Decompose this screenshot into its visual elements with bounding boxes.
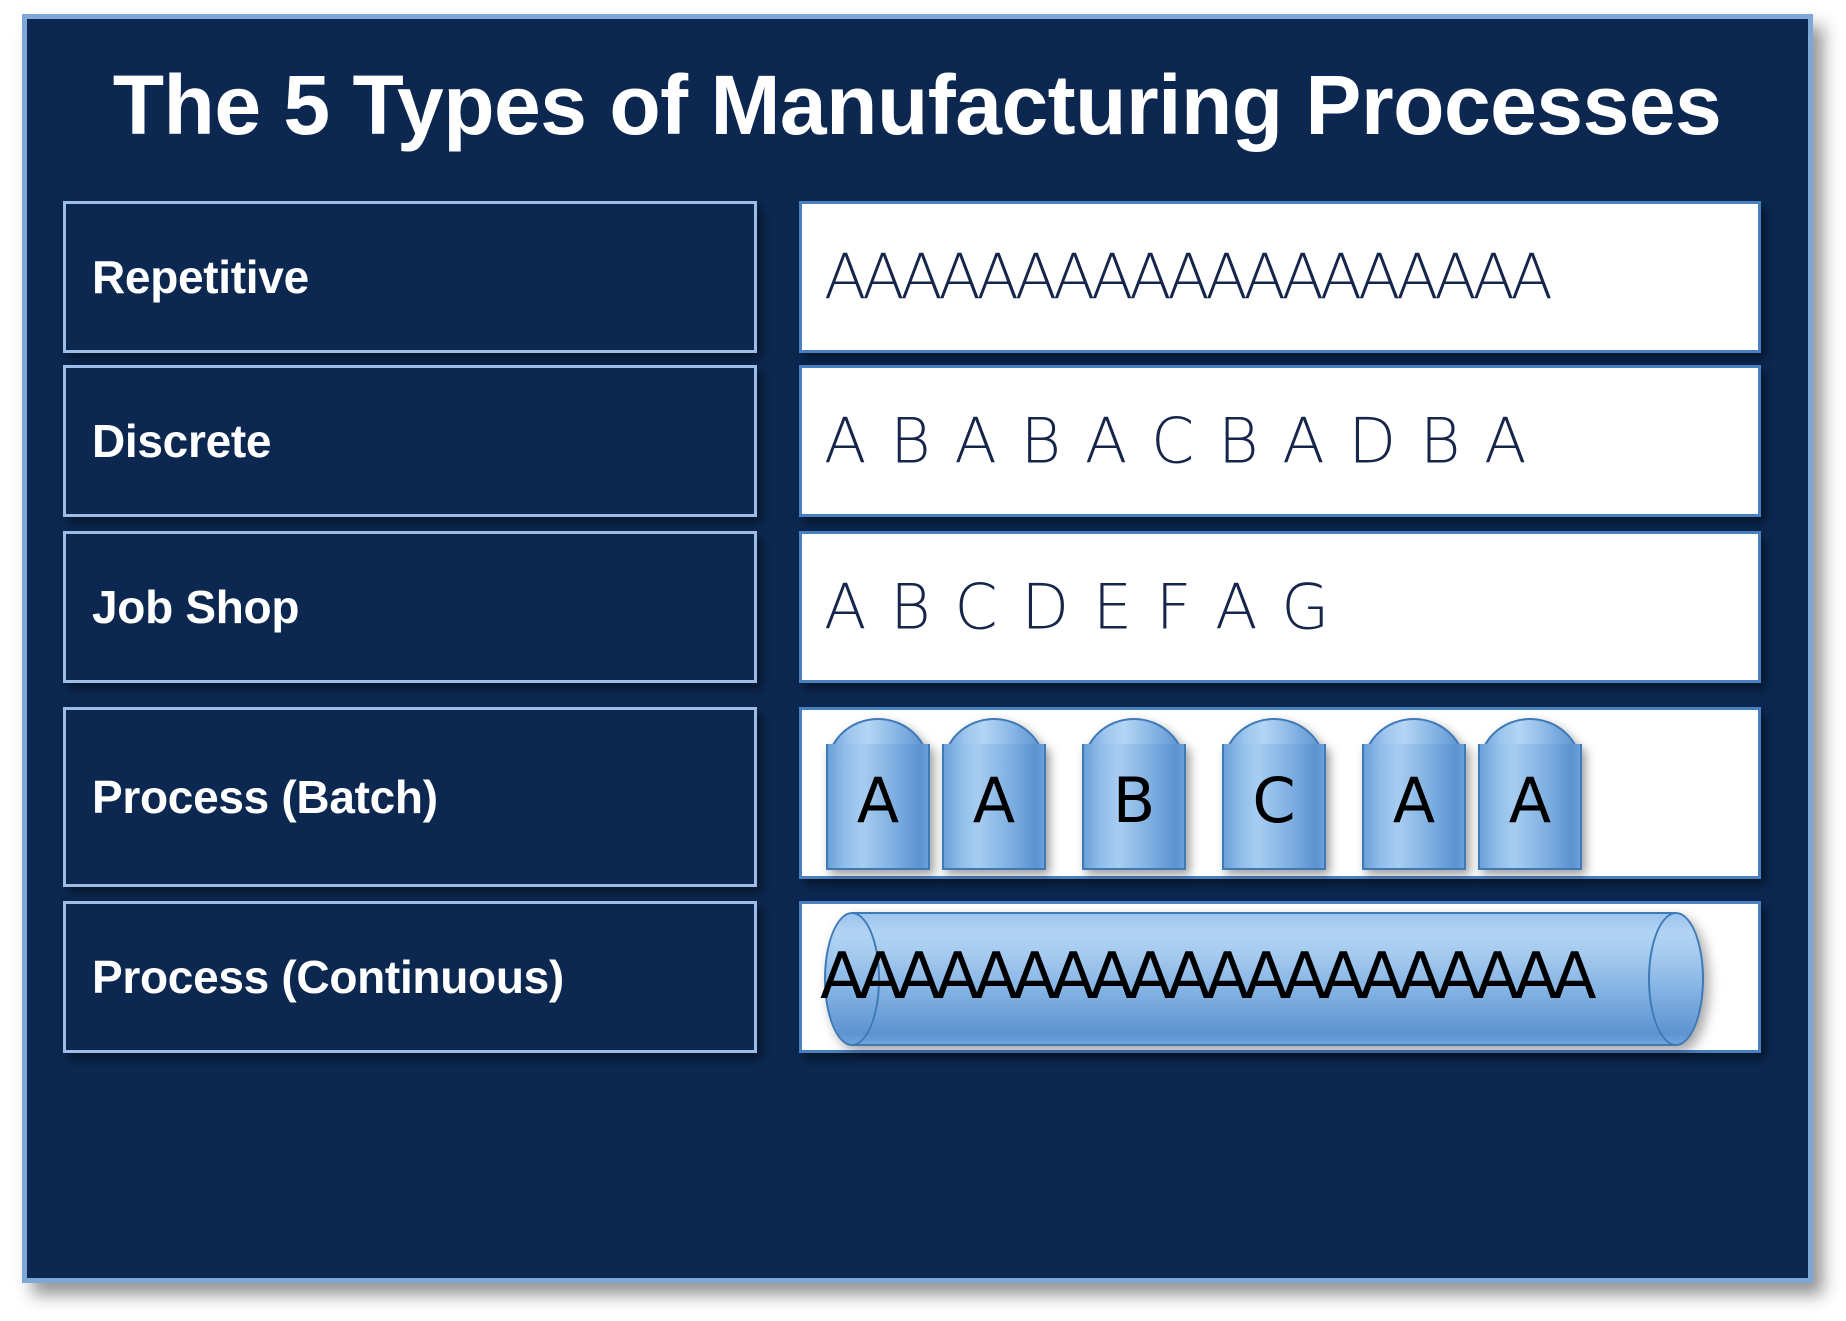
label-box-batch[interactable]: Process (Batch): [63, 707, 757, 887]
cylinder-label: A: [972, 763, 1016, 837]
cylinder-cap-left-icon: [824, 912, 880, 1046]
batch-cylinder[interactable]: A: [1478, 718, 1582, 870]
cylinder-label: A: [1508, 763, 1552, 837]
continuous-cylinder[interactable]: [824, 912, 1704, 1046]
batch-cylinder[interactable]: C: [1222, 718, 1326, 870]
label-text-discrete: Discrete: [92, 415, 272, 467]
content-box-continuous[interactable]: AAAAAAAAAAAAAAAAAAAA: [799, 901, 1761, 1053]
page-title: The 5 Types of Manufacturing Processes: [112, 58, 1722, 152]
label-text-job-shop: Job Shop: [92, 581, 300, 633]
cylinder-body-icon: [826, 744, 930, 870]
batch-cylinder[interactable]: A: [942, 718, 1046, 870]
cylinder-label: A: [1392, 763, 1436, 837]
process-row-repetitive: Repetitive AAAAAAAAAAAAAAAAAAA: [27, 201, 1808, 353]
process-row-job-shop: Job Shop A B C D E F A G: [27, 531, 1808, 683]
content-box-batch[interactable]: A A B C: [799, 707, 1761, 879]
label-text-repetitive: Repetitive: [92, 251, 309, 303]
batch-cylinder-strip: A A B C: [826, 718, 1594, 874]
process-row-discrete: Discrete A B A B A C B A D B A: [27, 365, 1808, 517]
label-box-repetitive[interactable]: Repetitive: [63, 201, 757, 353]
label-box-discrete[interactable]: Discrete: [63, 365, 757, 517]
content-text-discrete: A B A B A C B A D B A: [824, 404, 1529, 478]
batch-cylinder[interactable]: A: [826, 718, 930, 870]
cylinder-body-icon: [1478, 744, 1582, 870]
label-text-continuous: Process (Continuous): [92, 951, 564, 1003]
cylinder-cap-right-icon: [1648, 912, 1704, 1046]
cylinder-body-icon: [1222, 744, 1326, 870]
batch-cylinder[interactable]: A: [1362, 718, 1466, 870]
content-text-job-shop: A B C D E F A G: [824, 570, 1332, 644]
cylinder-body-icon: [852, 912, 1676, 1046]
cylinder-label: A: [856, 763, 900, 837]
content-text-repetitive: AAAAAAAAAAAAAAAAAAA: [824, 240, 1553, 314]
slide-panel: The 5 Types of Manufacturing Processes R…: [22, 14, 1813, 1283]
content-text-continuous: AAAAAAAAAAAAAAAAAAAA: [820, 940, 1596, 1014]
cylinder-label: C: [1252, 763, 1296, 837]
cylinder-body-icon: [1082, 744, 1186, 870]
content-box-job-shop[interactable]: A B C D E F A G: [799, 531, 1761, 683]
process-row-batch: Process (Batch) A A B: [27, 707, 1808, 887]
label-text-batch: Process (Batch): [92, 771, 438, 823]
batch-cylinder[interactable]: B: [1082, 718, 1186, 870]
cylinder-body-icon: [1362, 744, 1466, 870]
content-box-repetitive[interactable]: AAAAAAAAAAAAAAAAAAA: [799, 201, 1761, 353]
cylinder-body-icon: [942, 744, 1046, 870]
cylinder-label: B: [1112, 763, 1156, 837]
label-box-job-shop[interactable]: Job Shop: [63, 531, 757, 683]
label-box-continuous[interactable]: Process (Continuous): [63, 901, 757, 1053]
content-box-discrete[interactable]: A B A B A C B A D B A: [799, 365, 1761, 517]
process-row-continuous: Process (Continuous) AAAAAAAAAAAAAAAAAAA…: [27, 901, 1808, 1053]
